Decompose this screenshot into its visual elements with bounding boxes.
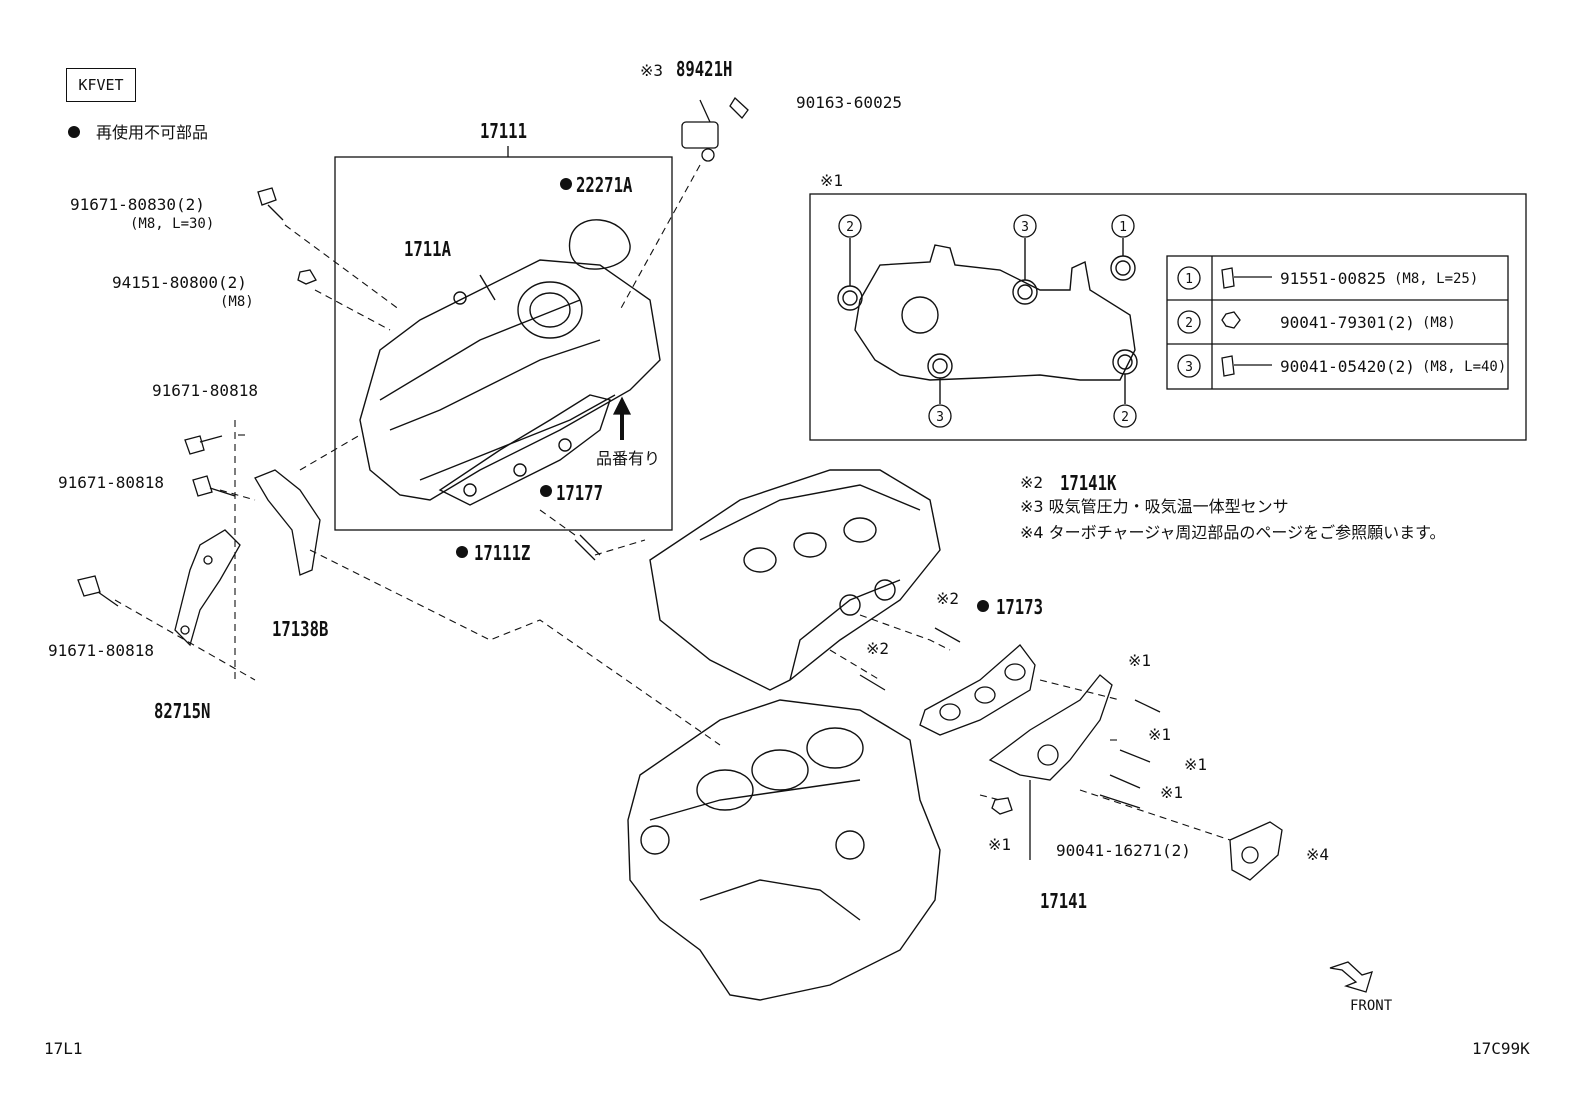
part-90163-60025[interactable]: 90163-60025: [796, 93, 902, 112]
part-number-available-label: 品番有り: [596, 449, 661, 468]
front-arrow-icon: [1329, 961, 1373, 993]
note-1-marker-e: ※1: [988, 835, 1012, 854]
engine-code-badge: KFVET: [66, 68, 136, 102]
note-2-marker-a: ※2: [936, 589, 960, 608]
part-17173[interactable]: 17173: [996, 595, 1043, 619]
part-91671-80830-spec: (M8, L=30): [130, 216, 215, 232]
front-label: FRONT: [1350, 998, 1393, 1014]
detail-row-1-spec: (M8, L=25): [1394, 271, 1479, 287]
detail-gasket-drawing: [837, 238, 1138, 404]
note-1-marker-b: ※1: [1148, 725, 1172, 744]
brackets-drawing: [174, 469, 321, 647]
marker-text: 3: [936, 410, 944, 425]
part-91671-80818-a[interactable]: 91671-80818: [152, 381, 258, 400]
note-3-text: ※3 吸気管圧力・吸気温一体型センサ: [1020, 497, 1289, 516]
marker-text: 1: [1119, 220, 1127, 235]
part-91671-80818-c[interactable]: 91671-80818: [48, 641, 154, 660]
detail-table: [1166, 255, 1509, 390]
turbo-plate-drawing: [1229, 821, 1283, 881]
detail-row-3-part[interactable]: 90041-05420(2): [1280, 357, 1415, 376]
detail-row-1-part[interactable]: 91551-00825: [1280, 269, 1386, 288]
row-num: 2: [1185, 316, 1193, 331]
footer-right-code: 17C99K: [1472, 1039, 1530, 1058]
stud-drawing: [574, 534, 601, 561]
note-2-marker-b: ※2: [866, 639, 890, 658]
bracket-17141-drawing: [988, 674, 1161, 860]
detail-box-title: ※1: [820, 171, 844, 190]
note-2-label: ※2: [1020, 473, 1044, 492]
left-bolts: [77, 187, 317, 607]
part-82715N[interactable]: 82715N: [154, 699, 211, 723]
intake-manifold-drawing: [359, 219, 661, 506]
row-num: 3: [1185, 360, 1193, 375]
marker-text: 2: [846, 220, 854, 235]
note-1-marker-d: ※1: [1160, 783, 1184, 802]
detail-row-2-spec: (M8): [1422, 315, 1456, 331]
detail-row-3-spec: (M8, L=40): [1422, 359, 1507, 375]
part-17111Z[interactable]: 17111Z: [474, 541, 531, 565]
intake-manifold-frame: [334, 156, 673, 531]
note-1-marker-a: ※1: [1128, 651, 1152, 670]
part-94151-80800[interactable]: 94151-80800(2): [112, 273, 247, 292]
part-17177[interactable]: 17177: [556, 481, 603, 505]
cylinder-head-drawing: [649, 469, 941, 691]
note-3-marker: ※3: [640, 61, 664, 80]
part-90041-16271[interactable]: 90041-16271(2): [1056, 841, 1191, 860]
note-4-text: ※4 ターボチャージャ周辺部品のページをご参照願います。: [1020, 523, 1446, 542]
map-sensor-drawing: [681, 96, 749, 162]
part-1711A[interactable]: 1711A: [404, 237, 451, 261]
detail-markers: [838, 214, 1201, 428]
part-17141[interactable]: 17141: [1040, 889, 1087, 913]
cylinder-block-drawing: [627, 699, 941, 1001]
row-num: 1: [1185, 272, 1193, 287]
footer-left-code: 17L1: [44, 1039, 83, 1058]
part-89421H[interactable]: 89421H: [676, 57, 733, 81]
part-91671-80830[interactable]: 91671-80830(2): [70, 195, 205, 214]
marker-text: 2: [1121, 410, 1129, 425]
gasket-drawing: [859, 627, 1036, 736]
note-2-part[interactable]: 17141K: [1060, 471, 1117, 495]
part-94151-80800-spec: (M8): [220, 294, 254, 310]
part-91671-80818-b[interactable]: 91671-80818: [58, 473, 164, 492]
legend-nonreusable: 再使用不可部品: [96, 123, 209, 142]
detail-box-frame: [809, 193, 1527, 441]
nonreusable-dots: [68, 126, 989, 612]
part-17111[interactable]: 17111: [480, 119, 527, 143]
note-4-marker: ※4: [1306, 845, 1330, 864]
detail-row-2-part[interactable]: 90041-79301(2): [1280, 313, 1415, 332]
marker-text: 3: [1021, 220, 1029, 235]
part-22271A[interactable]: 22271A: [576, 173, 633, 197]
part-17138B[interactable]: 17138B: [272, 617, 329, 641]
note-1-marker-c: ※1: [1184, 755, 1208, 774]
